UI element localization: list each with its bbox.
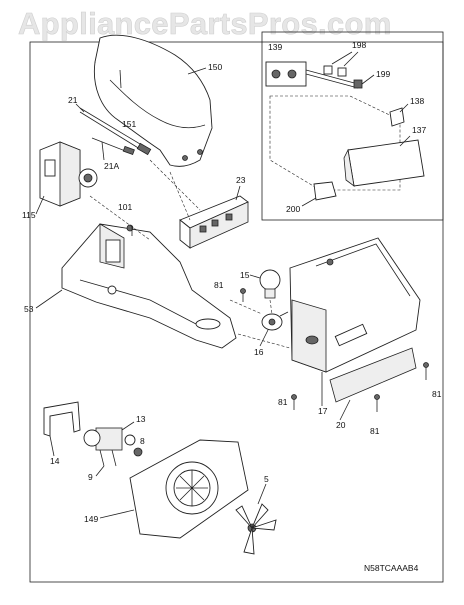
label-150: 150: [208, 62, 222, 72]
label-151: 151: [122, 119, 136, 129]
label-16: 16: [254, 347, 264, 357]
diagram-frame: [29, 41, 444, 583]
label-21a: 21A: [104, 161, 119, 171]
label-139: 139: [268, 42, 282, 52]
sensor-wire-part: [79, 107, 152, 156]
label-23: 23: [236, 175, 246, 185]
inset-parts: [265, 61, 425, 201]
lower-housing-part: [289, 237, 421, 373]
label-14: 14: [50, 456, 60, 466]
label-138: 138: [410, 96, 424, 106]
part-labels: 150 151 21 21A 115 23 101 53 15 81 16 13…: [22, 40, 442, 524]
label-81c: 81: [370, 426, 380, 436]
label-81b: 81: [278, 397, 288, 407]
screw-parts: [131, 226, 429, 412]
fan-blade-part: [235, 503, 277, 555]
label-21: 21: [68, 95, 78, 105]
label-5: 5: [264, 474, 269, 484]
watermark-text: AppliancePartsPros.com: [18, 6, 392, 41]
label-198: 198: [352, 40, 366, 50]
dispenser-housing-part: [61, 223, 237, 349]
fan-shroud-part: [129, 439, 249, 539]
duct-cover-part: [93, 34, 213, 167]
label-81d: 81: [432, 389, 442, 399]
lamp-socket-part: [261, 311, 289, 331]
label-15: 15: [240, 270, 250, 280]
assembly-lines: [89, 159, 291, 349]
light-bulb-part: [259, 269, 281, 299]
trim-panel-part: [329, 347, 417, 403]
label-20: 20: [336, 420, 346, 430]
label-8: 8: [140, 436, 145, 446]
label-137: 137: [412, 125, 426, 135]
label-199: 199: [376, 69, 390, 79]
label-81a: 81: [214, 280, 224, 290]
label-13: 13: [136, 414, 146, 424]
label-101: 101: [118, 202, 132, 212]
label-17: 17: [318, 406, 328, 416]
label-200: 200: [286, 204, 300, 214]
label-149: 149: [84, 514, 98, 524]
diagram-code: N58TCAAAB4: [364, 563, 419, 573]
inset-box: [261, 31, 444, 221]
label-9: 9: [88, 472, 93, 482]
label-115: 115: [22, 210, 36, 220]
auger-motor-part: [39, 141, 98, 207]
fan-motor-part: [43, 401, 143, 467]
control-board-part: [179, 195, 249, 249]
label-53: 53: [24, 304, 34, 314]
